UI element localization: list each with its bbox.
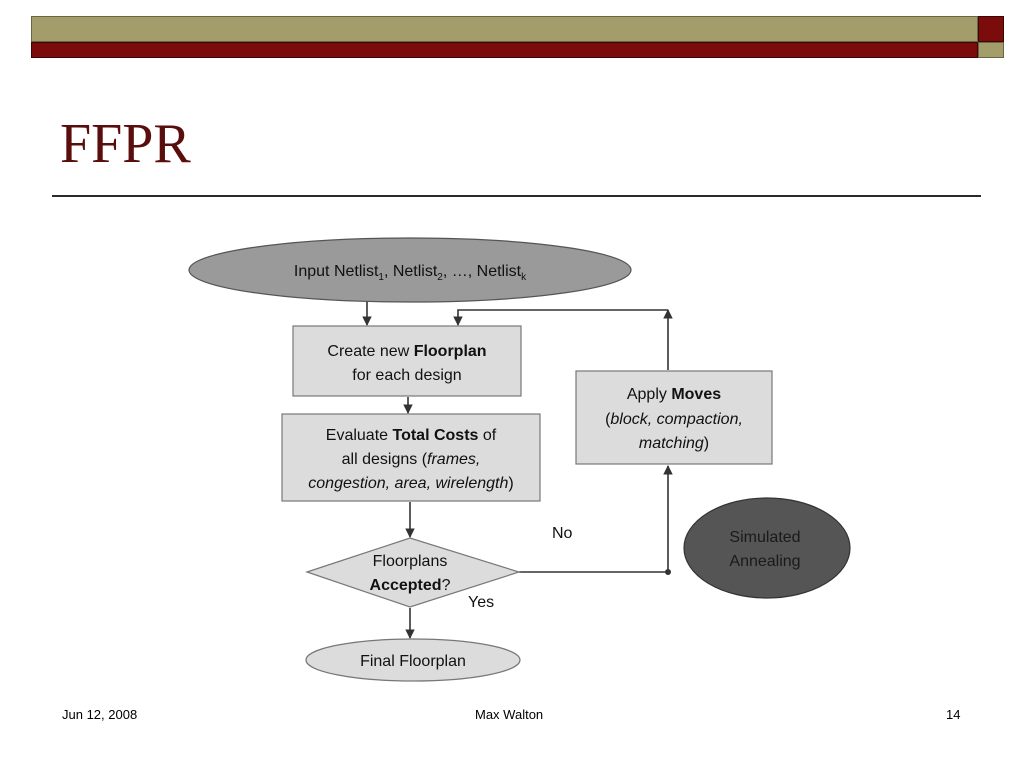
svg-text:for each design: for each design xyxy=(352,367,461,384)
svg-text:congestion, area, wirelength): congestion, area, wirelength) xyxy=(308,475,513,492)
header-band-olive xyxy=(31,16,978,42)
svg-text:Accepted?: Accepted? xyxy=(370,577,451,594)
label-no: No xyxy=(552,525,573,542)
evaluate-costs-node: Evaluate Total Costs of all designs (fra… xyxy=(281,413,541,502)
label-yes: Yes xyxy=(468,594,494,611)
footer-date: Jun 12, 2008 xyxy=(62,707,138,722)
svg-text:Evaluate Total Costs of: Evaluate Total Costs of xyxy=(326,427,497,444)
svg-text:Create new Floorplan: Create new Floorplan xyxy=(327,343,486,360)
svg-text:all designs (frames,: all designs (frames, xyxy=(342,451,481,468)
simulated-annealing-node: Simulated Annealing xyxy=(683,497,851,599)
create-floorplan-node: Create new Floorplan for each design xyxy=(292,325,522,397)
title-divider xyxy=(52,195,981,197)
flow-connectors xyxy=(362,300,673,639)
input-netlists-node: Input Netlist1, Netlist2, …, Netlistk xyxy=(188,237,632,303)
svg-text:Input Netlist1, Netlist2, …, N: Input Netlist1, Netlist2, …, Netlistk xyxy=(294,263,527,283)
svg-text:Final Floorplan: Final Floorplan xyxy=(360,653,466,670)
header-square-maroon xyxy=(978,16,1004,42)
svg-text:matching): matching) xyxy=(639,435,709,452)
slide-title: FFPR xyxy=(60,113,191,175)
header-band-maroon xyxy=(31,42,978,58)
final-floorplan-node: Final Floorplan xyxy=(305,638,521,682)
junction-dot xyxy=(665,569,671,575)
svg-text:(block, compaction,: (block, compaction, xyxy=(605,411,743,428)
footer-page-number: 14 xyxy=(946,707,961,722)
apply-moves-node: Apply Moves (block, compaction, matching… xyxy=(575,370,773,465)
header-square-olive xyxy=(978,42,1004,58)
svg-text:Annealing: Annealing xyxy=(729,553,800,570)
svg-text:Floorplans: Floorplans xyxy=(373,553,448,570)
svg-text:Apply Moves: Apply Moves xyxy=(627,386,721,403)
svg-text:Simulated: Simulated xyxy=(729,529,800,546)
accepted-decision-node: Floorplans Accepted? xyxy=(305,537,521,608)
footer-author: Max Walton xyxy=(475,707,544,722)
arrow-loop-to-create xyxy=(453,309,668,326)
